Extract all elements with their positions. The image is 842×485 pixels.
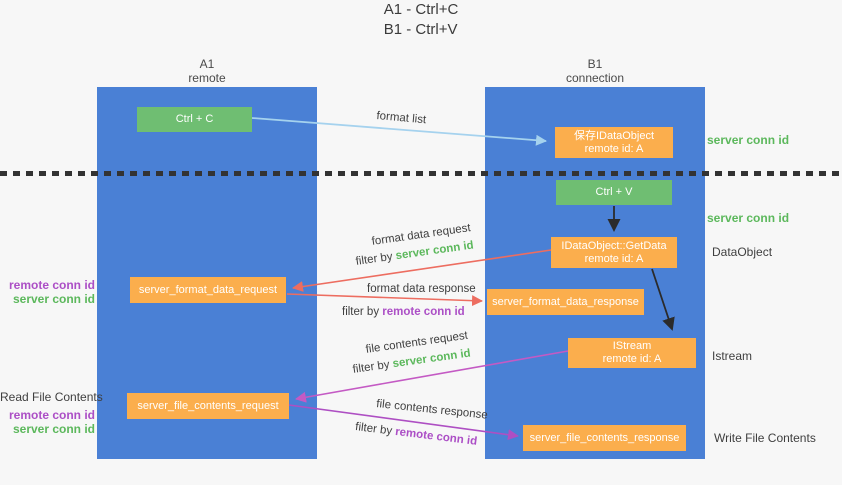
node-server-format-data-response-label: server_format_data_response — [492, 295, 639, 308]
node-idataobject-getdata: IDataObject::GetData remote id: A — [551, 237, 677, 268]
arrow-file-contents-request — [295, 350, 569, 403]
node-server-file-contents-response-label: server_file_contents_response — [529, 431, 680, 444]
left-label-group-file: remote conn id server conn id — [0, 408, 95, 436]
node-istream: IStream remote id: A — [568, 338, 696, 368]
right-label-dataobject: DataObject — [712, 245, 773, 259]
lane-header-a1: A1 remote — [97, 57, 317, 85]
node-istream-line1: IStream — [612, 340, 652, 352]
left-label-server-conn-id-2: server conn id — [12, 422, 95, 436]
arrow-format-data-response — [286, 293, 483, 307]
node-ctrl-v: Ctrl + V — [556, 180, 672, 205]
lane-b1-role: connection — [565, 71, 625, 85]
node-save-idataobject-line2: remote id: A — [584, 142, 644, 155]
node-server-file-contents-request: server_file_contents_request — [127, 393, 289, 419]
node-server-format-data-request: server_format_data_request — [130, 277, 286, 303]
remote-conn-id-key: remote conn id — [382, 306, 465, 318]
left-label-remote-conn-id-1: remote conn id — [8, 278, 95, 292]
right-label-server-conn-id-1: server conn id — [707, 133, 790, 147]
node-save-idataobject-line1: 保存IDataObject — [573, 129, 655, 142]
node-server-format-data-response: server_format_data_response — [487, 289, 644, 315]
arrow-format-list — [251, 117, 547, 146]
left-label-group-format: remote conn id server conn id — [0, 278, 95, 306]
title-line-1: A1 - Ctrl+C — [383, 1, 459, 18]
node-ctrl-c: Ctrl + C — [137, 107, 252, 132]
left-label-server-conn-id-1: server conn id — [12, 292, 95, 306]
diagram-title: A1 - Ctrl+C B1 - Ctrl+V — [0, 0, 842, 40]
left-label-remote-conn-id-2: remote conn id — [8, 408, 95, 422]
lane-a1-name: A1 — [199, 57, 215, 71]
title-line-2: B1 - Ctrl+V — [383, 21, 458, 38]
edge-label-format-data-response: format data response — [367, 283, 476, 295]
node-ctrl-v-label: Ctrl + V — [595, 186, 633, 198]
filter-by-text: filter by — [342, 306, 383, 318]
node-save-idataobject: 保存IDataObject remote id: A — [555, 127, 673, 158]
lane-header-b1: B1 connection — [485, 57, 705, 85]
edge-label-format-data-response-filter: filter by remote conn id — [342, 306, 465, 318]
node-server-file-contents-request-label: server_file_contents_request — [137, 399, 279, 412]
right-label-server-conn-id-2: server conn id — [707, 211, 790, 225]
lane-b1-name: B1 — [587, 57, 603, 71]
node-istream-line2: remote id: A — [602, 353, 662, 365]
arrow-file-contents-response — [288, 404, 519, 441]
left-label-read-file-contents: Read File Contents — [0, 390, 103, 404]
right-label-istream: Istream — [712, 349, 753, 363]
right-label-write-file-contents: Write File Contents — [714, 431, 816, 445]
node-idataobject-getdata-line2: remote id: A — [584, 252, 644, 265]
lane-a1-role: remote — [188, 71, 226, 85]
node-server-format-data-request-label: server_format_data_request — [138, 283, 278, 296]
node-server-file-contents-response: server_file_contents_response — [523, 425, 686, 451]
arrow-getdata-to-istream — [651, 268, 675, 331]
arrow-format-data-request — [292, 249, 552, 292]
node-ctrl-c-label: Ctrl + C — [175, 113, 214, 125]
node-idataobject-getdata-line1: IDataObject::GetData — [561, 239, 667, 252]
